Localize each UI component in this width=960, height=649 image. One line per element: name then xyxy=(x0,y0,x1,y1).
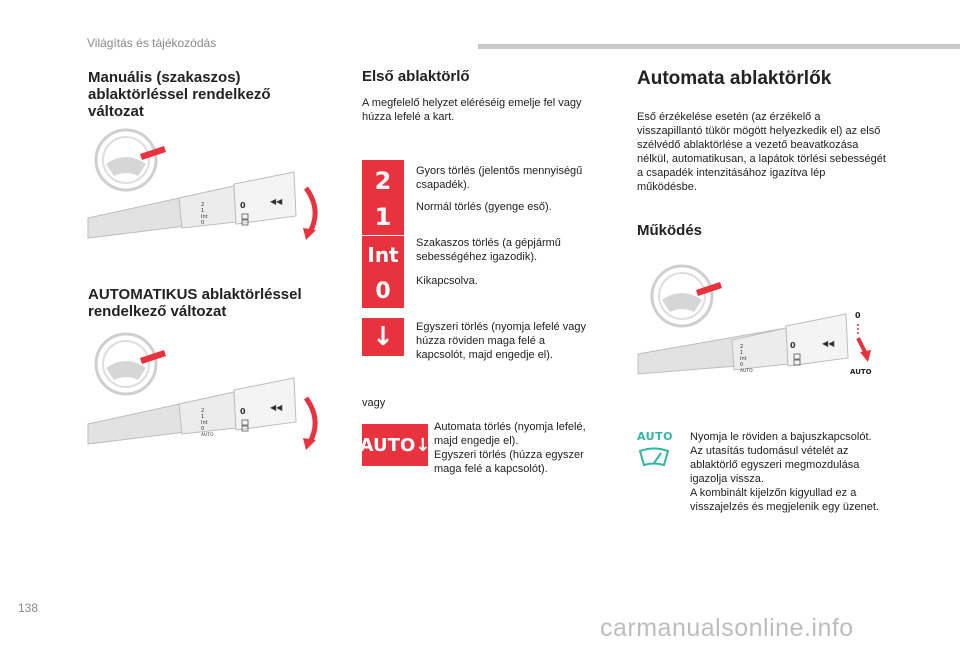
heading-operation: Működés xyxy=(637,222,703,239)
rotation-arrow xyxy=(303,186,318,234)
badge-speed-1: 1 xyxy=(362,198,404,235)
svg-text:0: 0 xyxy=(201,426,204,432)
svg-text:AUTO: AUTO xyxy=(201,432,214,438)
svg-text:0: 0 xyxy=(240,407,246,416)
auto-indicator-label: AUTO xyxy=(637,430,673,443)
section-header: Világítás és tájékozódás xyxy=(87,36,217,50)
header-bar xyxy=(478,44,960,49)
auto-position-label: AUTO xyxy=(850,368,872,376)
heading-front-wiper: Első ablaktörlő xyxy=(362,68,470,85)
svg-text:AUTO: AUTO xyxy=(740,368,753,374)
item-off: Kikapcsolva. xyxy=(416,275,478,287)
position-0-label: 0 xyxy=(855,311,861,320)
operation-note: Nyomja le röviden a bajuszkapcsolót. Az … xyxy=(690,431,879,513)
steering-wheel-icon xyxy=(650,264,722,328)
page-number: 138 xyxy=(18,601,39,615)
svg-text:1: 1 xyxy=(201,414,204,420)
svg-text:◀◀: ◀◀ xyxy=(270,403,283,412)
item-single-wipe: Egyszeri törlés (nyomja lefelé vagy húzz… xyxy=(416,321,586,361)
item-fast-wipe: Gyors törlés (jelentős mennyiségű csapad… xyxy=(416,165,583,191)
badge-auto: AUTO↓ xyxy=(360,424,430,466)
rotation-arrow xyxy=(303,396,318,444)
svg-text:0: 0 xyxy=(740,362,743,368)
badge-single-wipe-arrow-icon: ↓ xyxy=(362,318,404,356)
svg-text:1: 1 xyxy=(201,208,204,214)
svg-text:2: 2 xyxy=(201,202,204,208)
heading-automatic-wipers: Automata ablaktörlők xyxy=(637,68,832,89)
automatic-intro: Eső érzékelése esetén (az érzékelő a vis… xyxy=(637,111,886,193)
svg-text:Int: Int xyxy=(201,214,208,220)
svg-text:◀◀: ◀◀ xyxy=(822,339,835,348)
steering-wheel-icon xyxy=(94,128,166,192)
svg-text:2: 2 xyxy=(201,408,204,414)
wiper-stalk-manual-illustration: 2 1 Int 0 0 ◀◀ xyxy=(87,128,318,240)
heading-auto-version: AUTOMATIKUS ablaktörléssel rendelkező vá… xyxy=(88,286,302,320)
svg-text:0: 0 xyxy=(790,341,796,350)
stalk-shaft xyxy=(87,185,237,239)
svg-text:Int: Int xyxy=(201,420,208,426)
stalk-head: 2 1 Int 0 0 ◀◀ xyxy=(201,171,297,226)
badge-intermittent: Int xyxy=(362,236,404,274)
badge-off: 0 xyxy=(362,274,404,308)
heading-manual-version: Manuális (szakaszos) ablaktörléssel rend… xyxy=(88,69,271,120)
or-label: vagy xyxy=(362,397,386,409)
item-auto-wipe: Automata törlés (nyomja lefelé, majd eng… xyxy=(434,421,586,475)
wiper-stalk-auto-illustration: 2 1 Int 0 AUTO 0 ◀◀ xyxy=(87,332,318,450)
front-wiper-intro: A megfelelő helyzet eléréséig emelje fel… xyxy=(362,97,582,123)
svg-text:Int: Int xyxy=(740,356,747,362)
watermark: carmanualsonline.info xyxy=(600,614,854,642)
windshield-wiper-icon xyxy=(638,447,670,467)
down-arrow-icon xyxy=(860,350,871,362)
item-intermittent-wipe: Szakaszos törlés (a gépjármű sebességéhe… xyxy=(416,237,561,263)
svg-text:1: 1 xyxy=(740,350,743,356)
item-normal-wipe: Normál törlés (gyenge eső). xyxy=(416,201,552,213)
wiper-stalk-operation-illustration: 2 1 Int 0 AUTO 0 ◀◀ 0 AUTO xyxy=(637,264,872,376)
svg-text:0: 0 xyxy=(201,220,204,226)
svg-text:0: 0 xyxy=(240,201,246,210)
badge-speed-2: 2 xyxy=(362,160,404,202)
svg-text:◀◀: ◀◀ xyxy=(270,197,283,206)
steering-wheel-icon xyxy=(94,332,166,396)
svg-text:2: 2 xyxy=(740,344,743,350)
